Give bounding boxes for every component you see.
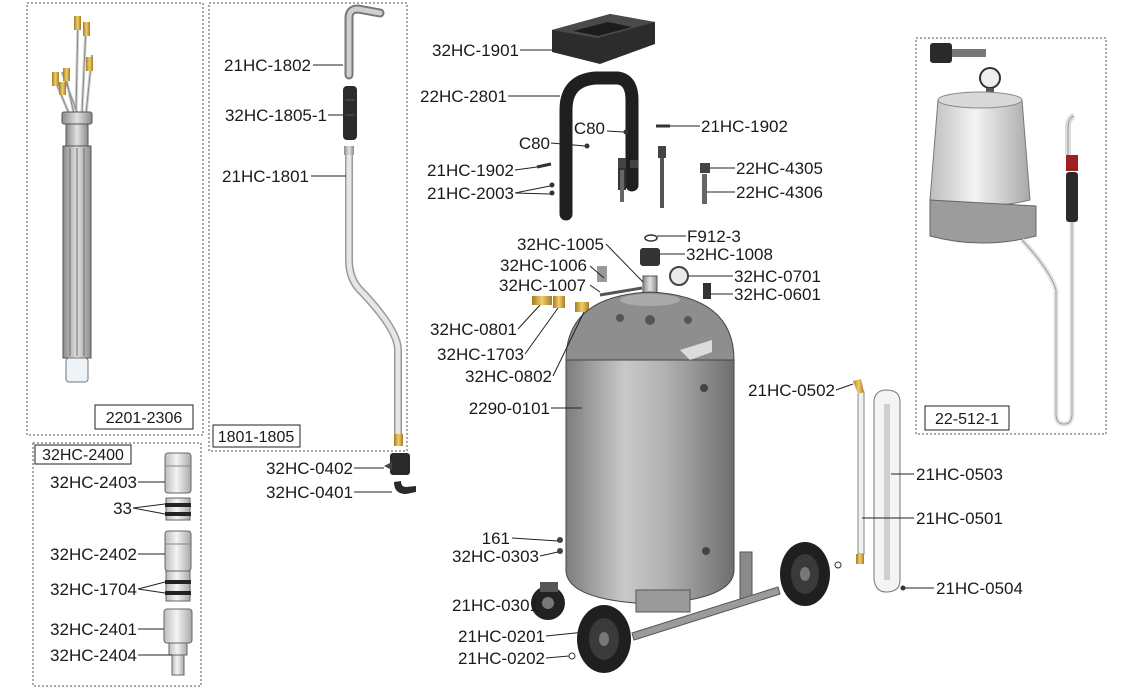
group-label-32HC-2400: 32HC-2400 [42, 447, 124, 464]
label-21HC-1801: 21HC-1801 [222, 167, 309, 186]
label-22HC-4306: 22HC-4306 [736, 183, 823, 202]
group-label-1801-1805: 1801-1805 [218, 429, 295, 446]
label-21HC-0201: 21HC-0201 [458, 627, 545, 646]
label-21HC-0503: 21HC-0503 [916, 465, 1003, 484]
label-21HC-1902-left: 21HC-1902 [427, 161, 514, 180]
label-32HC-1704: 32HC-1704 [50, 580, 137, 599]
label-32HC-0402: 32HC-0402 [266, 459, 353, 478]
label-22HC-4305: 22HC-4305 [736, 159, 823, 178]
label-F912-3: F912-3 [687, 227, 741, 246]
label-22HC-2801: 22HC-2801 [420, 87, 507, 106]
part-labels: 21HC-1802 32HC-1805-1 21HC-1801 32HC-040… [50, 41, 1023, 668]
leader-lines [132, 49, 934, 659]
label-32HC-0801: 32HC-0801 [430, 320, 517, 339]
group-label-22-512-1: 22-512-1 [935, 411, 999, 428]
label-32HC-2401: 32HC-2401 [50, 620, 137, 639]
group-label-2201-2306: 2201-2306 [106, 410, 183, 427]
label-21HC-0202: 21HC-0202 [458, 649, 545, 668]
label-32HC-1006: 32HC-1006 [500, 256, 587, 275]
label-32HC-1007: 32HC-1007 [499, 276, 586, 295]
group-22-512-1: 22-512-1 [915, 37, 1107, 435]
label-32HC-2402: 32HC-2402 [50, 545, 137, 564]
label-32HC-0303: 32HC-0303 [452, 547, 539, 566]
label-21HC-0504: 21HC-0504 [936, 579, 1023, 598]
label-32HC-2404: 32HC-2404 [50, 646, 137, 665]
label-2290-0101: 2290-0101 [469, 399, 550, 418]
container-unit-illustration [929, 43, 1078, 427]
coupler-set-illustration [163, 452, 193, 676]
group-2201-2306: 2201-2306 [26, 2, 204, 436]
label-161: 161 [482, 529, 510, 548]
label-32HC-1005: 32HC-1005 [517, 235, 604, 254]
handle-assembly-illustration [536, 14, 710, 242]
label-C80-upper: C80 [574, 119, 605, 138]
label-21HC-1902-right: 21HC-1902 [701, 117, 788, 136]
label-32HC-0802: 32HC-0802 [465, 367, 552, 386]
label-32HC-0701: 32HC-0701 [734, 267, 821, 286]
label-32HC-1703: 32HC-1703 [437, 345, 524, 364]
label-33: 33 [113, 499, 132, 518]
label-32HC-2403: 32HC-2403 [50, 473, 137, 492]
tank-illustration [531, 248, 842, 673]
group-1801-1805: 1801-1805 [208, 2, 408, 452]
sight-gauge-illustration [853, 379, 906, 593]
label-C80-lower: C80 [519, 134, 550, 153]
group-32HC-2400: 32HC-2400 [32, 442, 202, 687]
label-32HC-1805-1: 32HC-1805-1 [225, 106, 327, 125]
label-32HC-1901: 32HC-1901 [432, 41, 519, 60]
label-21HC-2003: 21HC-2003 [427, 184, 514, 203]
probe-bundle-illustration [52, 16, 94, 383]
label-32HC-1008: 32HC-1008 [686, 245, 773, 264]
label-32HC-0401: 32HC-0401 [266, 483, 353, 502]
label-32HC-0601: 32HC-0601 [734, 285, 821, 304]
suction-pipe-illustration [343, 4, 416, 494]
label-21HC-0301: 21HC-0301 [452, 596, 539, 615]
label-21HC-1802: 21HC-1802 [224, 56, 311, 75]
label-21HC-0502: 21HC-0502 [748, 381, 835, 400]
label-21HC-0501: 21HC-0501 [916, 509, 1003, 528]
